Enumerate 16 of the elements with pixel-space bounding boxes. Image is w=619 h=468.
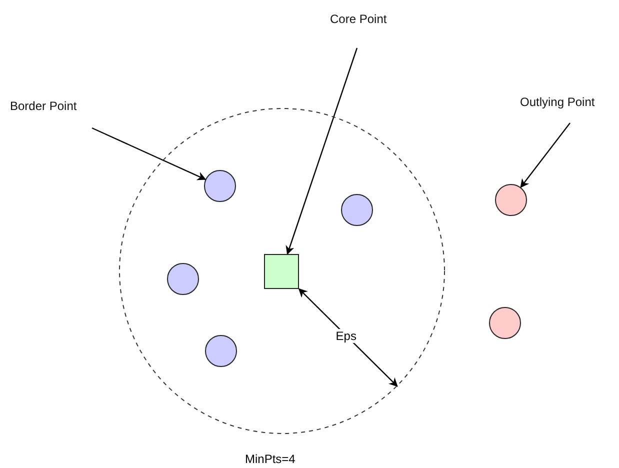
edge-label: Eps — [334, 328, 358, 343]
data-point — [204, 170, 236, 202]
annotation-text: Border Point — [10, 99, 77, 113]
core-point-square — [264, 254, 299, 289]
arrow — [92, 127, 206, 180]
annotation-text: Outlying Point — [520, 95, 595, 109]
arrow — [286, 48, 358, 255]
data-point — [167, 263, 199, 295]
data-point — [341, 194, 373, 226]
data-point — [495, 184, 527, 216]
data-point — [205, 335, 237, 367]
arrow — [520, 122, 570, 188]
eps-neighborhood-circle — [119, 108, 445, 434]
annotation-text: Core Point — [330, 12, 387, 26]
data-point — [489, 307, 521, 339]
parameter-note: MinPts=4 — [245, 452, 296, 466]
